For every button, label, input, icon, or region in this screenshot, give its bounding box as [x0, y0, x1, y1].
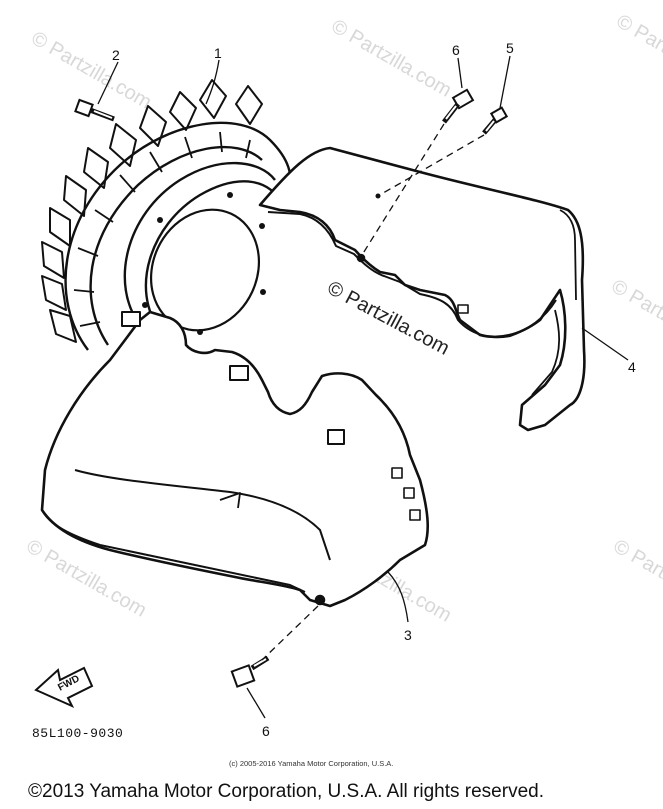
watermark-mid-right: © Partzilla.com [608, 275, 663, 361]
fan-fins [41, 79, 263, 343]
flywheel-fan [41, 79, 292, 351]
assembly-guide-lines [261, 123, 485, 661]
watermark-top-right: © Partzilla.com [613, 10, 663, 96]
upper-cowling [258, 146, 586, 432]
bolt-5 [482, 106, 509, 135]
watermark-bottom-right: © Partzilla.com [610, 535, 663, 621]
footer-copyright: ©2013 Yamaha Motor Corporation, U.S.A. A… [28, 781, 544, 802]
small-copyright: (c) 2005-2016 Yamaha Motor Corporation, … [229, 759, 394, 768]
fwd-arrow-icon: FWD [34, 666, 94, 709]
callout-1: 1 [214, 45, 222, 61]
bolt-6-lower [230, 655, 270, 688]
callout-3: 3 [404, 627, 412, 643]
callout-4: 4 [628, 359, 636, 375]
lower-cowling [40, 310, 430, 608]
callout-2: 2 [112, 47, 120, 63]
callout-6-upper: 6 [452, 42, 460, 58]
callout-5: 5 [506, 40, 514, 56]
bolt-2 [74, 98, 115, 122]
diagram-reference-code: 85L100-9030 [32, 726, 124, 741]
leader-lines [97, 55, 629, 719]
bolt-6-upper [442, 88, 475, 124]
callout-6-lower: 6 [262, 723, 270, 739]
watermark-top-left: © Partzilla.com [28, 27, 156, 113]
watermark-top-middle: © Partzilla.com [328, 15, 456, 101]
